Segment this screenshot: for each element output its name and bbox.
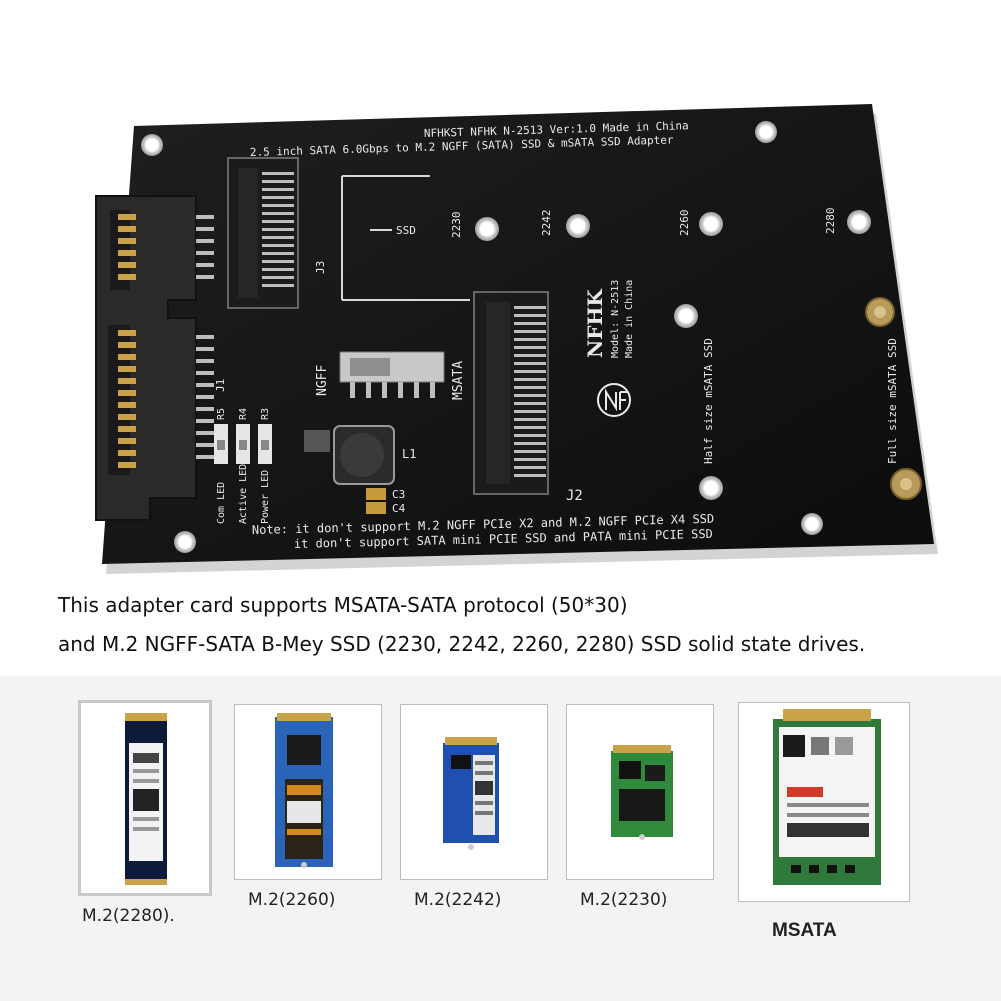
model-text: Model: N-2513 [610, 280, 621, 358]
drive-label-m2-2242: M.2(2242) [414, 890, 502, 910]
drive-label-m2-2230: M.2(2230) [580, 890, 668, 910]
j2-label: J2 [566, 488, 583, 504]
drive-label-msata: MSATA [772, 920, 837, 941]
msata-label: MSATA [451, 361, 466, 400]
msata-drive-image [773, 709, 881, 885]
led-label-active: Active LED [238, 464, 249, 524]
mode-switch [339, 351, 445, 398]
mounting-holes [141, 121, 871, 553]
m2-ngff-slot-j3 [227, 157, 299, 309]
resistor-label-r3: R3 [260, 408, 271, 420]
c4-label: C4 [392, 502, 406, 515]
j3-label: J3 [314, 261, 327, 274]
m2-length-markers: 2230 2242 2260 2280 [450, 208, 837, 239]
ngff-label: NGFF [315, 365, 330, 396]
ssd-marker-label: SSD [396, 224, 416, 237]
m2-2242-drive-image [443, 737, 499, 850]
adapter-board-photo: SSD 2230 2242 2260 2280 NFHKST NFHK N-25… [95, 104, 938, 574]
svg-text:2242: 2242 [540, 210, 553, 237]
nf-logo-icon [597, 383, 631, 417]
made-in-text: Made in China [624, 280, 635, 358]
sata-connector [95, 195, 214, 521]
svg-text:2260: 2260 [678, 210, 691, 237]
adapter-board-svg: SSD 2230 2242 2260 2280 NFHKST NFHK N-25… [95, 104, 938, 574]
caption-line-2: and M.2 NGFF-SATA B-Mey SSD (2230, 2242,… [58, 632, 866, 656]
drive-card-m2-2260 [234, 704, 382, 880]
brass-standoffs [865, 297, 922, 500]
led-label-power: Power LED [260, 470, 271, 524]
full-size-msata-label: Full size mSATA SSD [886, 338, 899, 464]
msata-slot-j2 [473, 291, 549, 495]
drive-gallery: M.2(2280). M.2(2260) M.2(2242) [0, 676, 1001, 1001]
drive-card-msata [738, 702, 910, 902]
capacitor-c4 [366, 502, 386, 514]
j1-label: J1 [214, 379, 227, 392]
resistor-label-r5: R5 [216, 408, 227, 420]
drive-label-m2-2280: M.2(2280). [82, 906, 175, 926]
half-size-msata-label: Half size mSATA SSD [702, 338, 715, 464]
m2-2280-drive-image [125, 713, 167, 885]
svg-text:2230: 2230 [450, 212, 463, 239]
capacitor-c3 [366, 488, 386, 500]
c3-label: C3 [392, 488, 405, 501]
m2-2260-drive-image [275, 713, 333, 868]
svg-text:2280: 2280 [824, 208, 837, 235]
drive-card-m2-2242 [400, 704, 548, 880]
resistor-label-r4: R4 [238, 408, 249, 420]
drive-card-m2-2230 [566, 704, 714, 880]
status-leds [214, 424, 272, 464]
l1-label: L1 [402, 447, 416, 461]
drive-card-m2-2280 [78, 700, 212, 896]
caption-line-1: This adapter card supports MSATA-SATA pr… [58, 593, 628, 617]
inductor-l1 [304, 425, 395, 485]
brand-logo: NFHK [583, 289, 607, 358]
m2-2230-drive-image [611, 745, 673, 840]
led-label-com: Com LED [216, 482, 227, 524]
drive-label-m2-2260: M.2(2260) [248, 890, 336, 910]
